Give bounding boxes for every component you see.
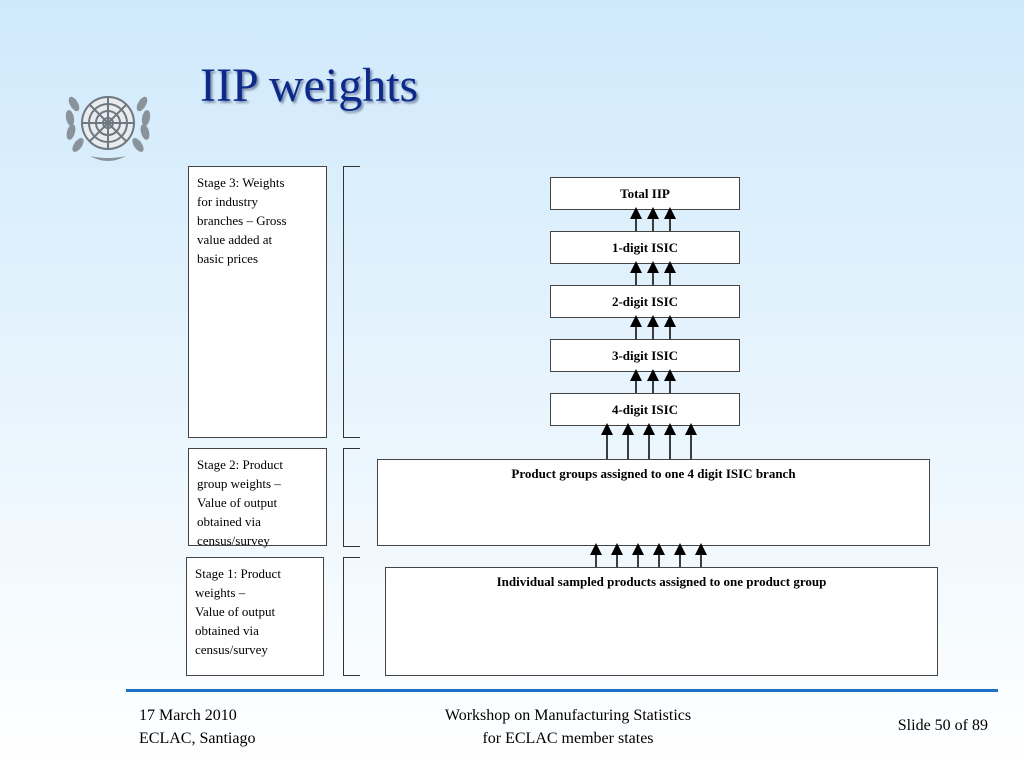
stage-2-line: Stage 2: Product <box>197 457 283 472</box>
stage-1-line: census/survey <box>195 642 268 657</box>
stage-3-line: value added at <box>197 232 273 247</box>
slide-number: Slide 50 of 89 <box>897 717 988 734</box>
total-iip-box: Total IIP <box>550 177 740 210</box>
stage-1-line: weights – <box>195 585 246 600</box>
stage-3-line: basic prices <box>197 251 259 266</box>
stage-3-bracket <box>343 166 360 438</box>
stage-2-line: obtained via <box>197 514 261 529</box>
stage-2-line: group weights – <box>197 476 281 491</box>
stage-1-box: Stage 1: Product weights – Value of outp… <box>186 557 324 676</box>
stage-2-box: Stage 2: Product group weights – Value o… <box>188 448 327 548</box>
isic-3-digit-box: 3-digit ISIC <box>550 339 740 372</box>
stage-1-line: Value of output <box>195 604 276 619</box>
stage-1-bracket <box>343 557 360 676</box>
individual-products-box: Individual sampled products assigned to … <box>385 567 938 676</box>
isic-2-digit-box: 2-digit ISIC <box>550 285 740 318</box>
footer-workshop-line2: for ECLAC member states <box>482 730 654 747</box>
footer-center: Workshop on Manufacturing Statistics for… <box>398 704 738 750</box>
stage-3-box: Stage 3: Weights for industry branches –… <box>188 166 327 438</box>
stage-2-line: census/survey <box>197 533 270 548</box>
un-emblem-logo <box>65 96 151 161</box>
footer-workshop-line1: Workshop on Manufacturing Statistics <box>444 707 692 724</box>
stage-1-line: obtained via <box>195 623 259 638</box>
stage-3-line: branches – Gross <box>197 213 287 228</box>
slide-title: IIP weights <box>200 59 419 112</box>
footer-divider <box>126 689 998 692</box>
footer-date: 17 March 2010 <box>139 707 237 724</box>
footer-left: 17 March 2010 ECLAC, Santiago <box>139 704 255 750</box>
isic-1-digit-box: 1-digit ISIC <box>550 231 740 264</box>
footer-location: ECLAC, Santiago <box>139 730 256 747</box>
stage-3-line: Stage 3: Weights <box>197 175 285 190</box>
stage-3-line: for industry <box>197 194 259 209</box>
isic-4-digit-box: 4-digit ISIC <box>550 393 740 426</box>
stage-2-bracket <box>343 448 360 547</box>
stage-1-line: Stage 1: Product <box>195 566 281 581</box>
stage-2-line: Value of output <box>197 495 278 510</box>
